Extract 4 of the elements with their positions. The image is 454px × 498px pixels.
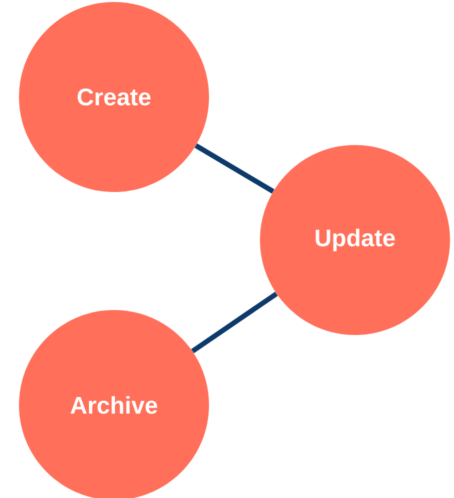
circle-node: Update — [260, 145, 450, 335]
connector-line — [194, 143, 274, 194]
circle-node: Create — [19, 2, 209, 192]
connector-line — [191, 292, 278, 354]
